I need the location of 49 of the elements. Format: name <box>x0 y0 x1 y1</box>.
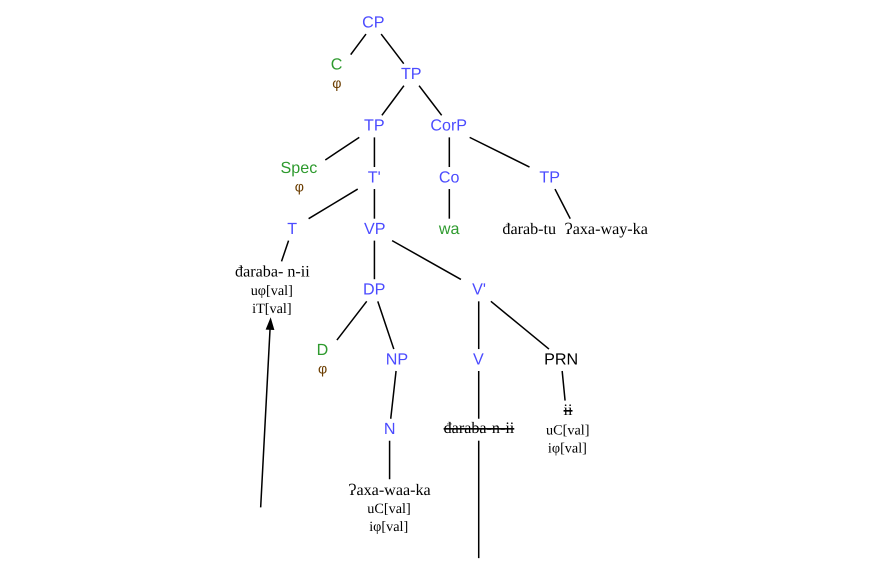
node-text: TP <box>400 65 422 84</box>
connector <box>376 301 394 350</box>
node-text: Ɂaxa-waa-ka uC[val] iφ[val] <box>347 482 430 536</box>
node-text: ii uC[val] iφ[val] <box>546 402 589 456</box>
connector <box>308 188 358 220</box>
connector <box>490 300 549 350</box>
node-text: TP <box>538 168 560 186</box>
node-text: V <box>472 350 484 368</box>
connector <box>477 440 479 558</box>
connector <box>373 137 375 168</box>
node-text: PRN <box>544 350 578 368</box>
connector <box>477 371 479 419</box>
node-text: NP <box>385 350 408 368</box>
connector <box>448 189 450 219</box>
connector <box>560 370 566 401</box>
node-text: T' <box>367 168 380 186</box>
connector <box>280 240 289 262</box>
connector <box>389 370 396 419</box>
node-text: T <box>286 220 297 238</box>
connector <box>324 136 360 161</box>
connector <box>554 188 570 220</box>
connector <box>448 137 450 168</box>
connector <box>477 301 479 350</box>
node-text: VP <box>363 220 385 238</box>
connector <box>380 34 404 64</box>
connector <box>391 240 461 280</box>
connector <box>388 440 390 480</box>
node-text: TP <box>363 116 384 135</box>
node-text: DP <box>362 280 385 299</box>
connector <box>336 300 367 341</box>
node-text: Spec φ <box>280 158 317 196</box>
connector <box>380 85 404 116</box>
node-text: N <box>383 420 396 438</box>
node-text: wa <box>438 220 459 238</box>
node-text: đarab-tu Ɂaxa-way-ka <box>502 221 648 238</box>
arrow <box>259 317 274 508</box>
connector <box>468 136 530 168</box>
connector <box>373 189 375 219</box>
node-text: CP <box>362 13 384 32</box>
node-text: CorP <box>430 116 467 135</box>
node-text: Co <box>438 168 459 186</box>
node-text: đaraba- n-ii uφ[val] iT[val] <box>234 264 310 318</box>
connector <box>373 240 375 280</box>
connector <box>350 34 366 56</box>
node-text: đaraba-n-ii <box>443 420 514 438</box>
node-text: V' <box>472 280 486 299</box>
node-text: D φ <box>316 340 328 378</box>
connector <box>418 85 442 116</box>
node-text: C φ <box>330 56 342 92</box>
